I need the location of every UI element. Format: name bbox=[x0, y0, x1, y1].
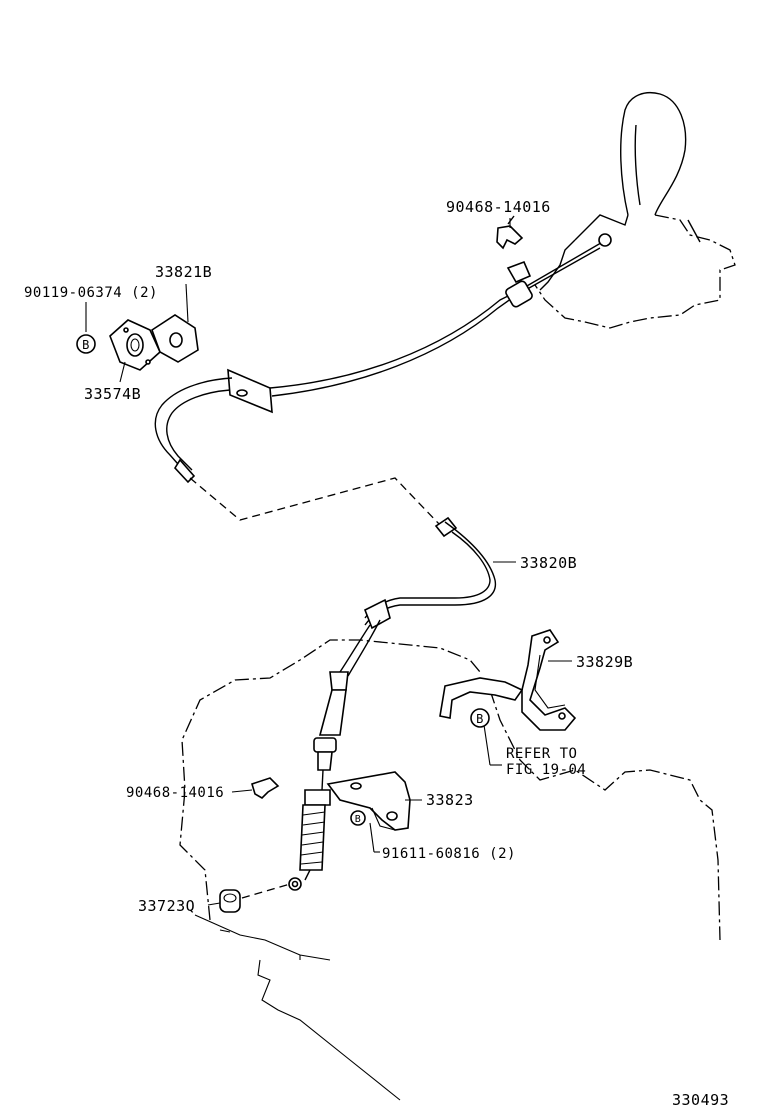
clip-90468-14016-bottom bbox=[251, 777, 280, 799]
ref-mark-b-right: B bbox=[470, 708, 490, 728]
label-91611-60816: 91611-60816 (2) bbox=[382, 846, 516, 862]
label-33723q: 33723Q bbox=[138, 897, 195, 915]
cable-continuation-dashed bbox=[189, 477, 441, 526]
label-90468-14016-top: 90468-14016 bbox=[446, 198, 551, 216]
transmission-housing-outline bbox=[179, 639, 721, 1101]
label-fig-19-04: FIG 19-04 bbox=[506, 762, 586, 778]
ref-mark-b-lower: B bbox=[350, 810, 366, 826]
ref-mark-b-lower-text: B bbox=[355, 814, 362, 825]
bushing-dash-line bbox=[241, 883, 291, 899]
label-90119-06374: 90119-06374 (2) bbox=[24, 285, 158, 301]
label-33829b: 33829B bbox=[576, 653, 633, 671]
label-33820b: 33820B bbox=[520, 554, 577, 572]
label-33821b: 33821B bbox=[155, 263, 212, 281]
label-90468-14016-bottom: 90468-14016 bbox=[126, 785, 224, 801]
shift-lever-assembly bbox=[534, 92, 736, 329]
label-33574b: 33574B bbox=[84, 385, 141, 403]
label-33823: 33823 bbox=[426, 791, 474, 809]
leader-lines bbox=[85, 218, 572, 906]
shift-cable-lower bbox=[288, 516, 497, 891]
bushing-33574b bbox=[109, 319, 161, 371]
ref-mark-b-right-text: B bbox=[476, 712, 484, 726]
label-refer-to: REFER TO bbox=[506, 746, 577, 762]
figure-number: 330493 bbox=[672, 1091, 729, 1109]
ref-mark-b-left-text: B bbox=[82, 338, 90, 352]
clip-90468-14016-top bbox=[496, 215, 532, 284]
plate-33821b bbox=[151, 314, 199, 363]
shift-cable-upper bbox=[154, 233, 612, 484]
bushing-33723q bbox=[219, 889, 241, 913]
ref-mark-b-left: B bbox=[76, 334, 96, 354]
bracket-33829b bbox=[439, 629, 577, 731]
bracket-33823 bbox=[326, 771, 411, 831]
